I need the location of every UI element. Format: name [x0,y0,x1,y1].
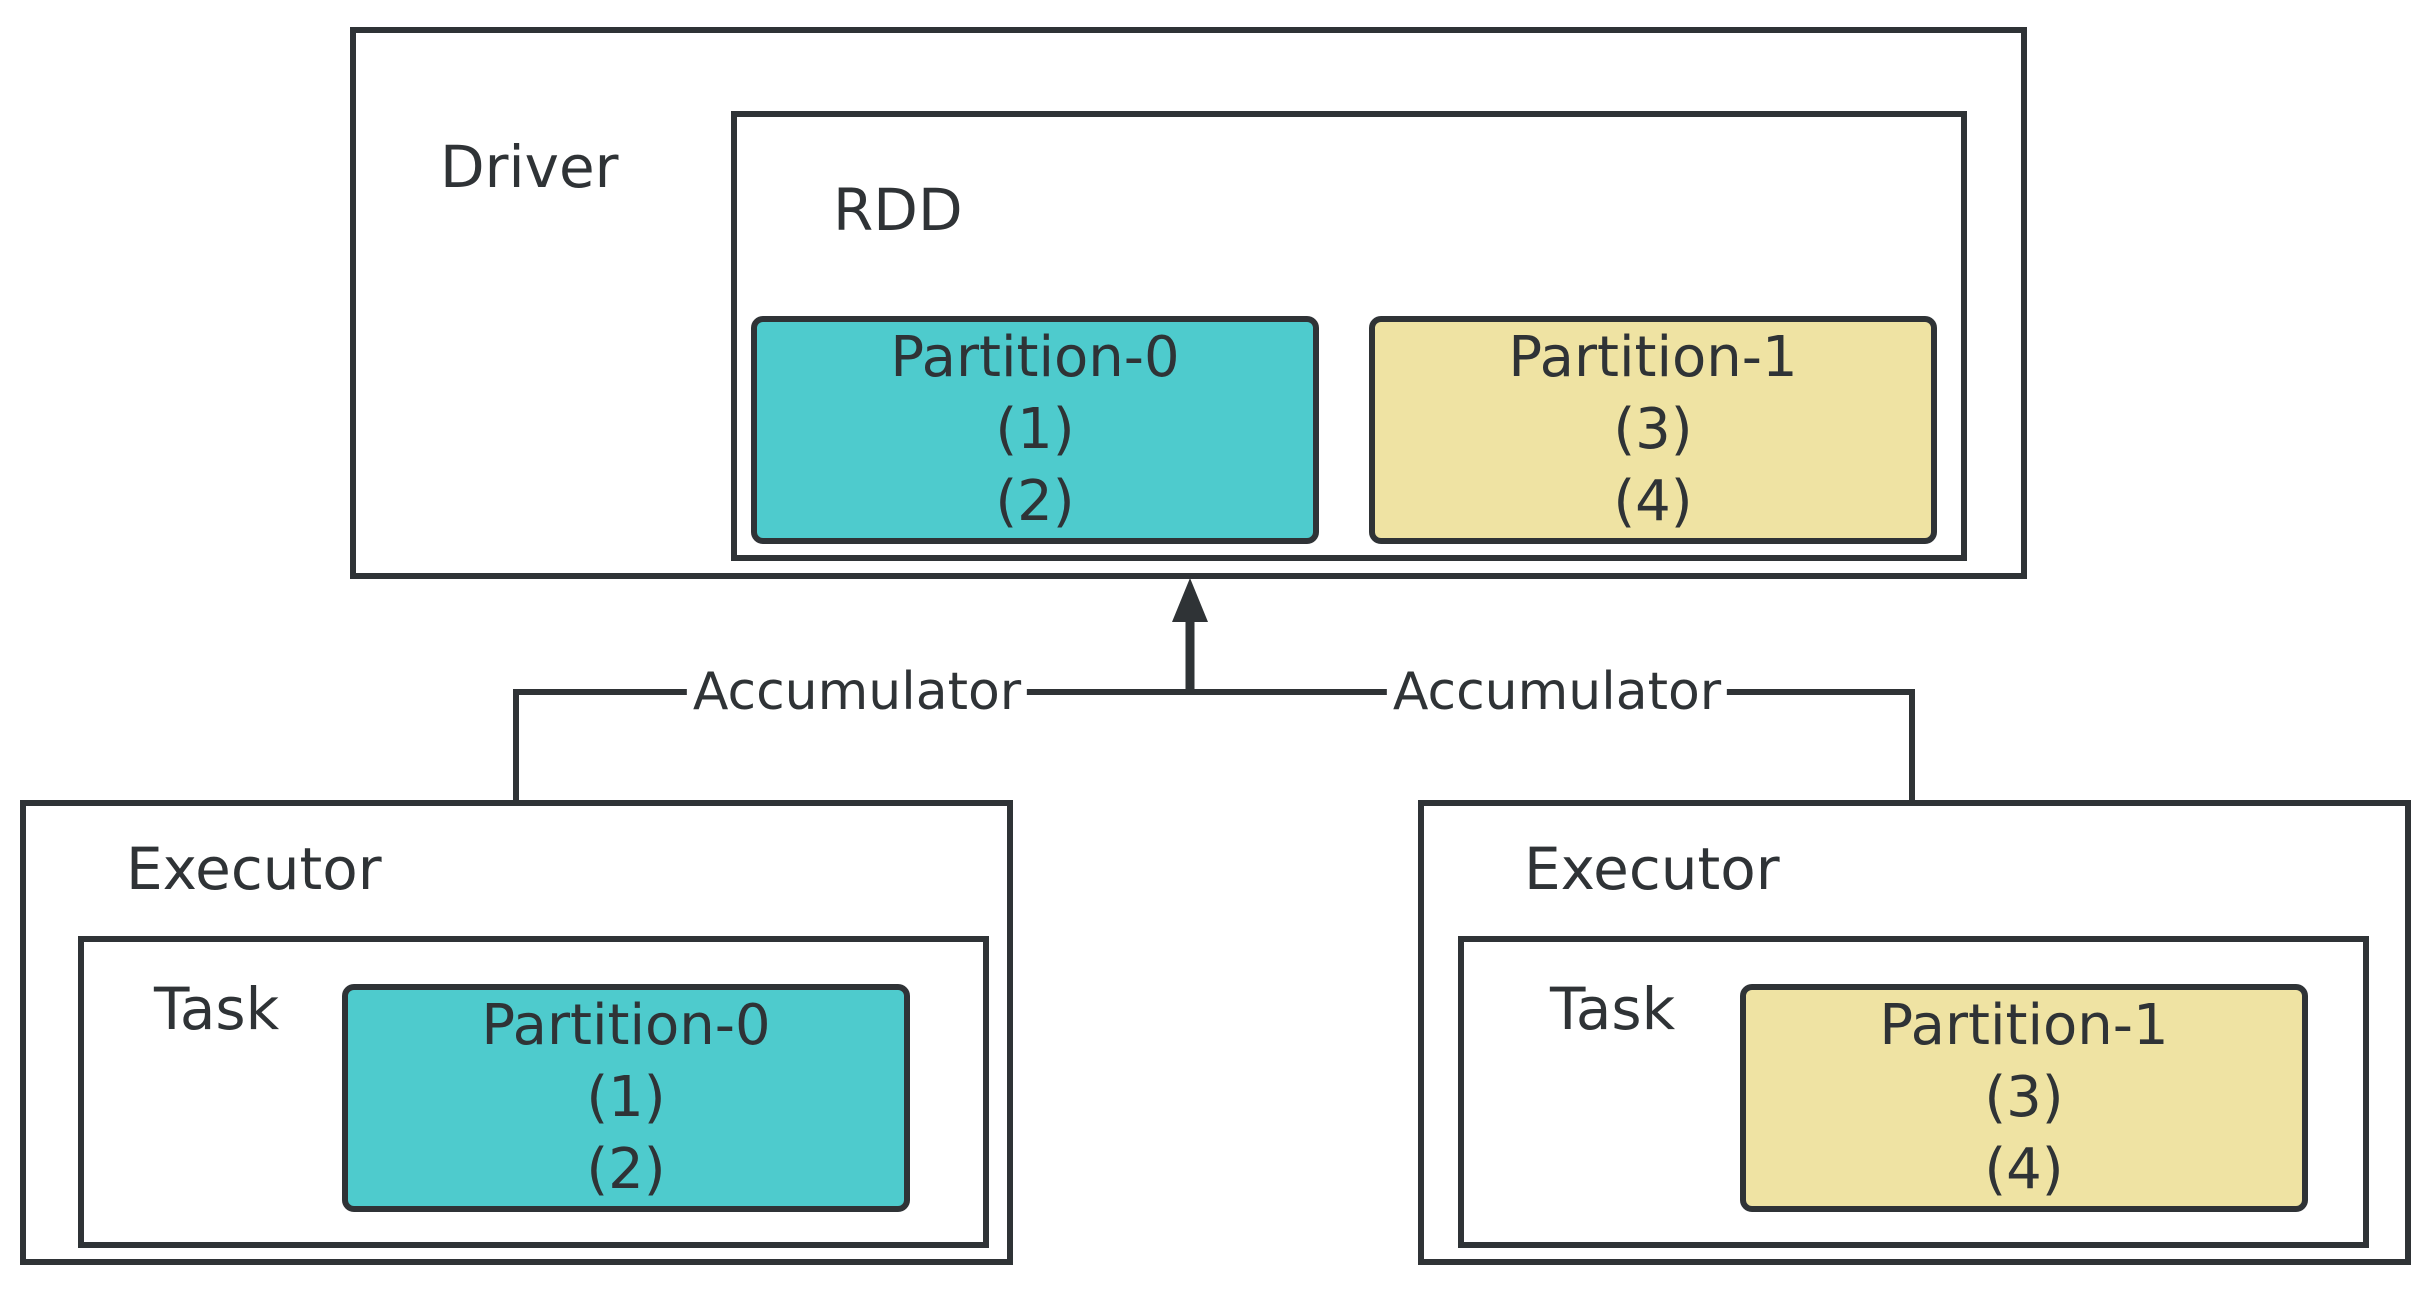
partition-item: (2) [586,1137,666,1202]
partition-name: Partition-0 [481,993,771,1058]
rdd-partition-0: Partition-0 (1) (2) [751,316,1319,544]
task-box-right: Task Partition-1 (3) (4) [1458,936,2369,1248]
partition-item: (1) [995,397,1075,462]
task-label: Task [154,975,280,1043]
task-partition-0: Partition-0 (1) (2) [342,984,910,1212]
partition-item: (4) [1613,469,1693,534]
accumulator-label-right: Accumulator [1386,666,1728,718]
partition-item: (3) [1984,1065,2064,1130]
rdd-box: RDD Partition-0 (1) (2) Partition-1 (3) … [731,111,1967,561]
rdd-label: RDD [833,176,963,244]
executor-box-right: Executor Task Partition-1 (3) (4) [1418,800,2411,1265]
task-box-left: Task Partition-0 (1) (2) [78,936,989,1248]
driver-label: Driver [440,133,619,201]
partition-item: (3) [1613,397,1693,462]
partition-name: Partition-1 [1508,325,1798,390]
executor-box-left: Executor Task Partition-0 (1) (2) [20,800,1013,1265]
partition-name: Partition-0 [890,325,1180,390]
accumulator-label-left: Accumulator [686,666,1028,718]
executor-label: Executor [126,835,382,903]
partition-name: Partition-1 [1879,993,2169,1058]
rdd-partition-1: Partition-1 (3) (4) [1369,316,1937,544]
driver-box: Driver RDD Partition-0 (1) (2) Partition… [350,27,2027,579]
task-label: Task [1550,975,1676,1043]
partition-item: (4) [1984,1137,2064,1202]
executor-label: Executor [1524,835,1780,903]
task-partition-1: Partition-1 (3) (4) [1740,984,2308,1212]
partition-item: (1) [586,1065,666,1130]
partition-item: (2) [995,469,1075,534]
arrow-head-icon [1172,578,1208,622]
